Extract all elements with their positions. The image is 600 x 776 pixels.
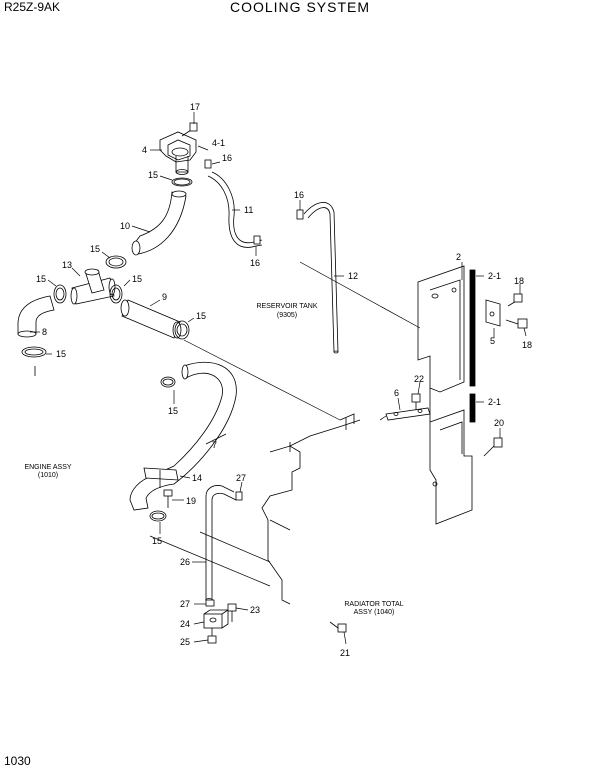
- callout-26: 26: [180, 557, 190, 567]
- callout-15a: 15: [148, 170, 158, 180]
- hose-clamp-15d: [109, 284, 123, 304]
- bracket-part-4: [159, 131, 197, 175]
- callout-21: 21: [340, 648, 350, 658]
- model-number: R25Z-9AK: [4, 0, 61, 14]
- callout-15h: 15: [152, 536, 162, 546]
- page-number: 1030: [4, 754, 31, 768]
- note-reservoir-tank: RESERVOIR TANK: [256, 303, 317, 310]
- callout-11: 11: [244, 205, 253, 215]
- callout-7: 7: [212, 440, 217, 450]
- hose-part-26: [205, 485, 237, 602]
- callout-27b: 27: [180, 599, 190, 609]
- hose-clamp-15h: [149, 510, 167, 522]
- note-engine-assy: ENGINE ASSY: [24, 464, 71, 471]
- clip-part-27a: [235, 491, 243, 501]
- hose-part-10: [131, 190, 187, 256]
- callout-18b: 18: [522, 340, 532, 350]
- callout-12: 12: [348, 271, 358, 281]
- hose-part-12: [303, 202, 339, 354]
- bolt-part-23: [227, 603, 237, 622]
- bolt-part-18b: [505, 318, 528, 329]
- hose-clamp-15f: [174, 320, 190, 340]
- callout-22: 22: [414, 374, 424, 384]
- callout-20: 20: [494, 418, 504, 428]
- callout-8: 8: [42, 327, 47, 337]
- drain-cock-part-24: [203, 609, 230, 629]
- clip-part-16a: [204, 159, 212, 169]
- note-reservoir-tank-ref: (9305): [277, 312, 297, 319]
- callout-19: 19: [186, 496, 196, 506]
- hose-clamp-15c: [53, 284, 67, 304]
- bracket-part-6: [385, 407, 431, 421]
- hose-part-11: [207, 171, 263, 248]
- radiator-outline: [261, 413, 361, 605]
- callout-15f: 15: [196, 311, 206, 321]
- clip-part-16c: [296, 209, 304, 220]
- hose-clamp-15b: [105, 255, 127, 269]
- bracket-part-5: [485, 299, 501, 327]
- callout-16b: 16: [294, 190, 304, 200]
- callout-18a: 18: [514, 276, 524, 286]
- hose-clamp-15g: [160, 376, 176, 388]
- clip-part-16b: [253, 235, 261, 245]
- callout-13: 13: [62, 260, 72, 270]
- callout-17: 17: [190, 102, 200, 112]
- page-title: COOLING SYSTEM: [229, 0, 371, 15]
- leader-lines: [30, 112, 527, 645]
- callout-10: 10: [120, 221, 130, 231]
- callout-27a: 27: [236, 473, 246, 483]
- hose-clamp-15e: [21, 346, 47, 358]
- clip-part-27b: [205, 599, 215, 607]
- callout-5: 5: [490, 336, 495, 346]
- bolt-part-18a: [507, 293, 523, 307]
- callout-2-1a: 2-1: [488, 271, 501, 281]
- bracket-part-14: [143, 467, 179, 488]
- callout-15g: 15: [168, 406, 178, 416]
- callout-6: 6: [394, 388, 399, 398]
- note-radiator-total-ref: ASSY (1040): [354, 609, 395, 616]
- callout-15b: 15: [90, 244, 100, 254]
- note-engine-assy-ref: (1010): [38, 472, 58, 479]
- bolt-part-22: [411, 393, 421, 410]
- callout-15e: 15: [56, 349, 66, 359]
- callout-4-1: 4-1: [212, 138, 225, 148]
- callout-15c: 15: [36, 274, 46, 284]
- bolt-part-17: [181, 122, 198, 137]
- hose-part-7: [129, 362, 237, 511]
- callout-23: 23: [250, 605, 260, 615]
- bolt-part-21: [329, 621, 347, 633]
- hose-clamp-15a: [171, 177, 193, 187]
- bolt-part-20: [483, 437, 503, 457]
- plug-part-25: [207, 635, 217, 644]
- shroud-part-2: [417, 265, 473, 525]
- hose-part-8: [17, 295, 55, 338]
- callout-25: 25: [180, 637, 190, 647]
- seal-strip-part-2-1a: [469, 269, 476, 387]
- callout-24: 24: [180, 619, 190, 629]
- callout-4: 4: [142, 145, 147, 155]
- note-radiator-total: RADIATOR TOTAL: [344, 601, 403, 608]
- callout-2: 2: [456, 252, 461, 262]
- bolt-part-19: [163, 489, 173, 508]
- seal-strip-part-2-1b: [469, 393, 476, 423]
- callout-9: 9: [162, 292, 167, 302]
- callout-16c: 16: [250, 258, 260, 268]
- callout-14: 14: [192, 473, 202, 483]
- tee-pipe-part-13: [70, 268, 116, 305]
- callout-2-1b: 2-1: [488, 397, 501, 407]
- callout-16a: 16: [222, 153, 232, 163]
- callout-15d: 15: [132, 274, 142, 284]
